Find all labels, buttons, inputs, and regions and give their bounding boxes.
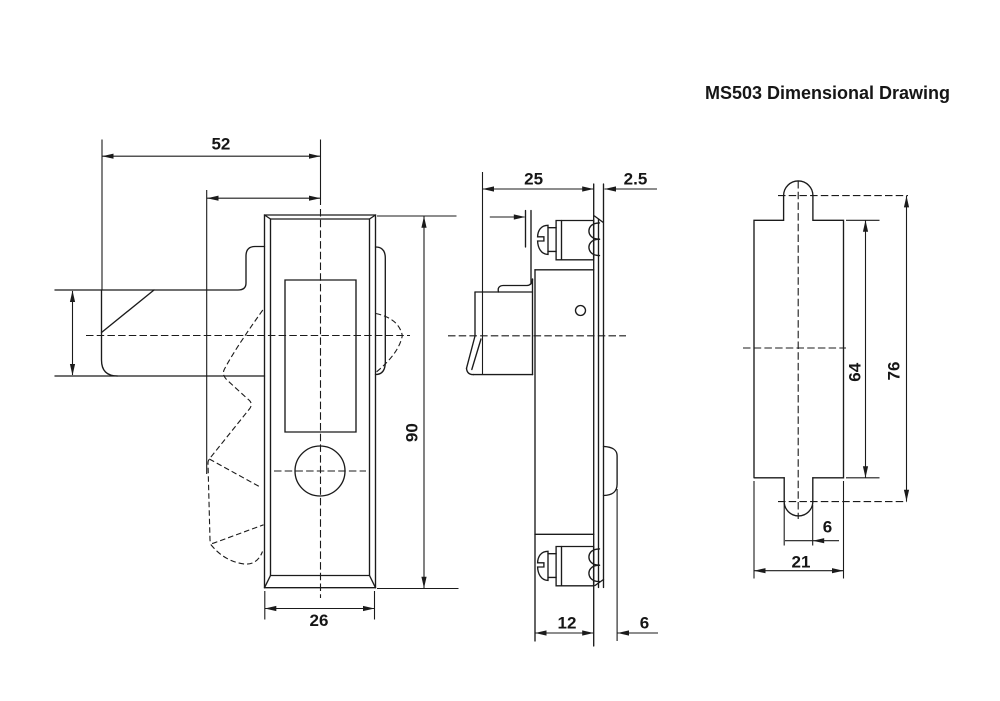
svg-text:6: 6: [640, 614, 649, 633]
svg-text:64: 64: [846, 362, 865, 381]
svg-text:25: 25: [524, 170, 543, 189]
svg-text:6: 6: [823, 518, 832, 537]
svg-text:21: 21: [792, 553, 811, 572]
svg-text:52: 52: [211, 135, 230, 154]
svg-text:2.5: 2.5: [624, 170, 648, 189]
svg-text:12: 12: [558, 614, 577, 633]
svg-text:76: 76: [885, 362, 904, 381]
svg-text:26: 26: [310, 611, 329, 630]
svg-text:90: 90: [403, 423, 422, 442]
svg-text:MS503 Dimensional Drawing: MS503 Dimensional Drawing: [705, 83, 950, 103]
